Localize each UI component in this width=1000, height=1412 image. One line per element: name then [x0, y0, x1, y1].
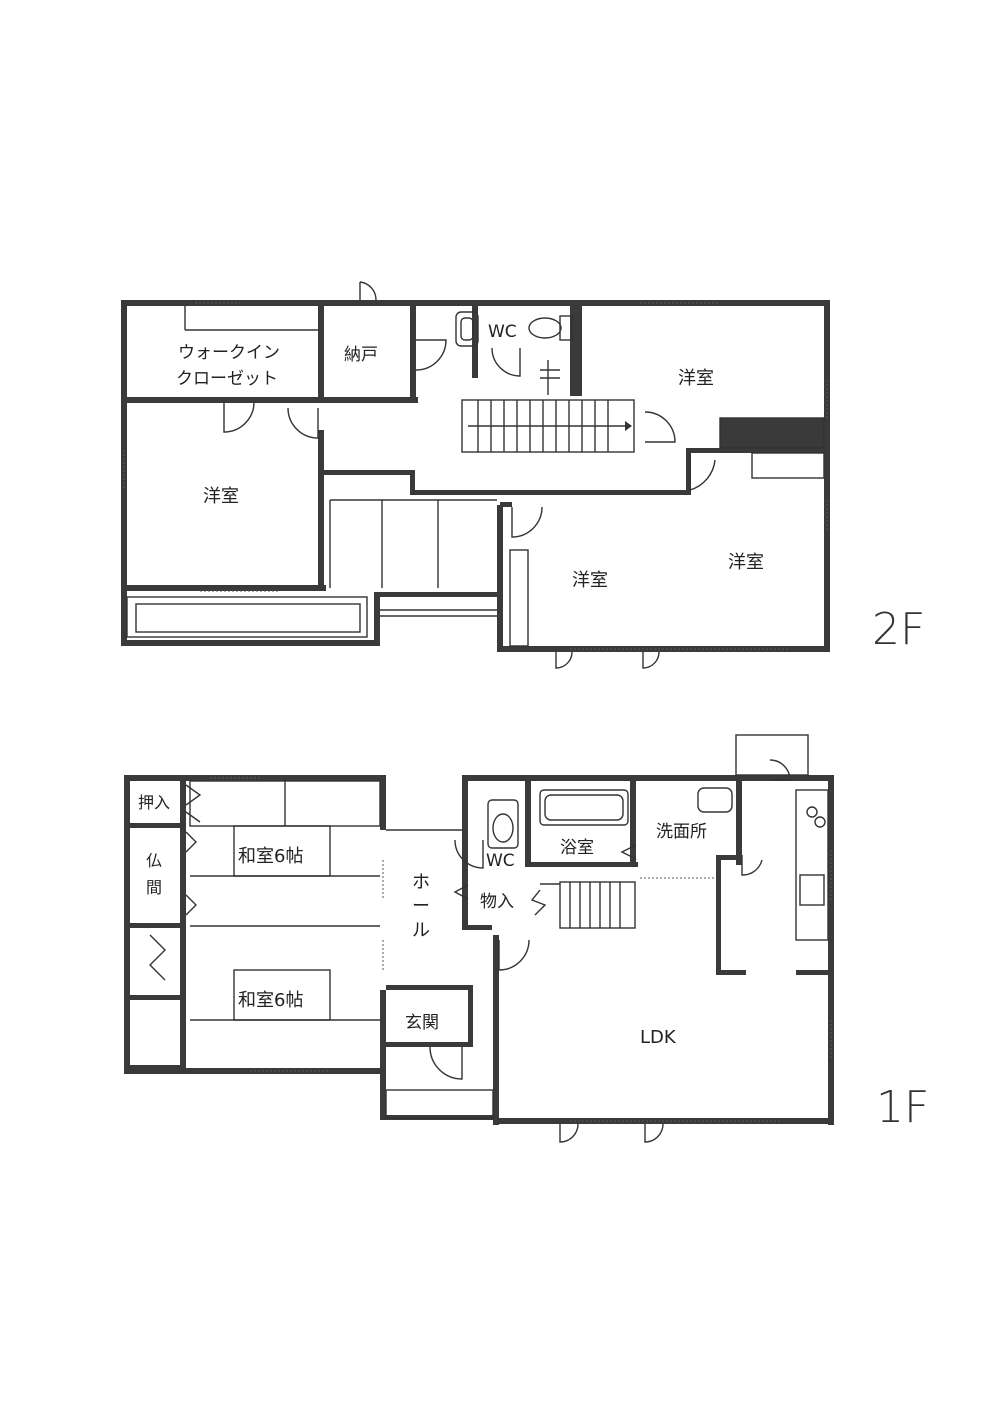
oshiire-label: 押入	[138, 793, 170, 812]
butsuma-label-line2: 間	[146, 878, 162, 897]
walk-in-closet-label-line2: クローゼット	[176, 369, 278, 389]
hall-label-line2: ー	[412, 896, 430, 917]
floor-1-stair-treads	[540, 882, 621, 928]
floor-2-details	[123, 281, 828, 669]
hall-label-line3: ル	[412, 920, 430, 941]
ldk-label: LDK	[640, 1027, 677, 1048]
western-room-s-label: 洋室	[572, 570, 608, 591]
butsuma-label-line1: 仏	[146, 851, 162, 870]
western-room-w-label: 洋室	[203, 486, 239, 507]
entrance-label: 玄関	[405, 1013, 439, 1033]
floor-1-plan: 押入 仏 間 和室6帖 和室6帖 ホ ー ル WC 物入 浴室 洗面所 玄関 L…	[124, 734, 929, 1143]
floor-1-details	[149, 734, 832, 1143]
western-room-ne-label: 洋室	[678, 368, 714, 389]
washroom-label: 洗面所	[656, 822, 707, 842]
floor-2-walls	[121, 300, 830, 652]
floor-2-label: 2F	[872, 604, 925, 655]
storage-label: 納戸	[344, 345, 378, 365]
hall-label-line1: ホ	[412, 872, 430, 893]
walk-in-closet-label-line1: ウォークイン	[178, 343, 280, 363]
floor-2-stair-treads	[468, 400, 632, 452]
floor-1-walls	[124, 775, 834, 1125]
floor-1-label: 1F	[876, 1082, 929, 1133]
washitsu-upper-label: 和室6帖	[238, 846, 303, 867]
floor-2-plan: ウォークイン クローゼット 納戸 WC 洋室 洋室 洋室 洋室 2F	[121, 281, 925, 669]
bathroom-label: 浴室	[560, 838, 594, 858]
monoire-label: 物入	[480, 892, 514, 912]
washitsu-lower-label: 和室6帖	[238, 990, 303, 1011]
western-room-se-label: 洋室	[728, 552, 764, 573]
wc-2f-label: WC	[488, 322, 517, 342]
wc-1f-label: WC	[486, 851, 515, 871]
